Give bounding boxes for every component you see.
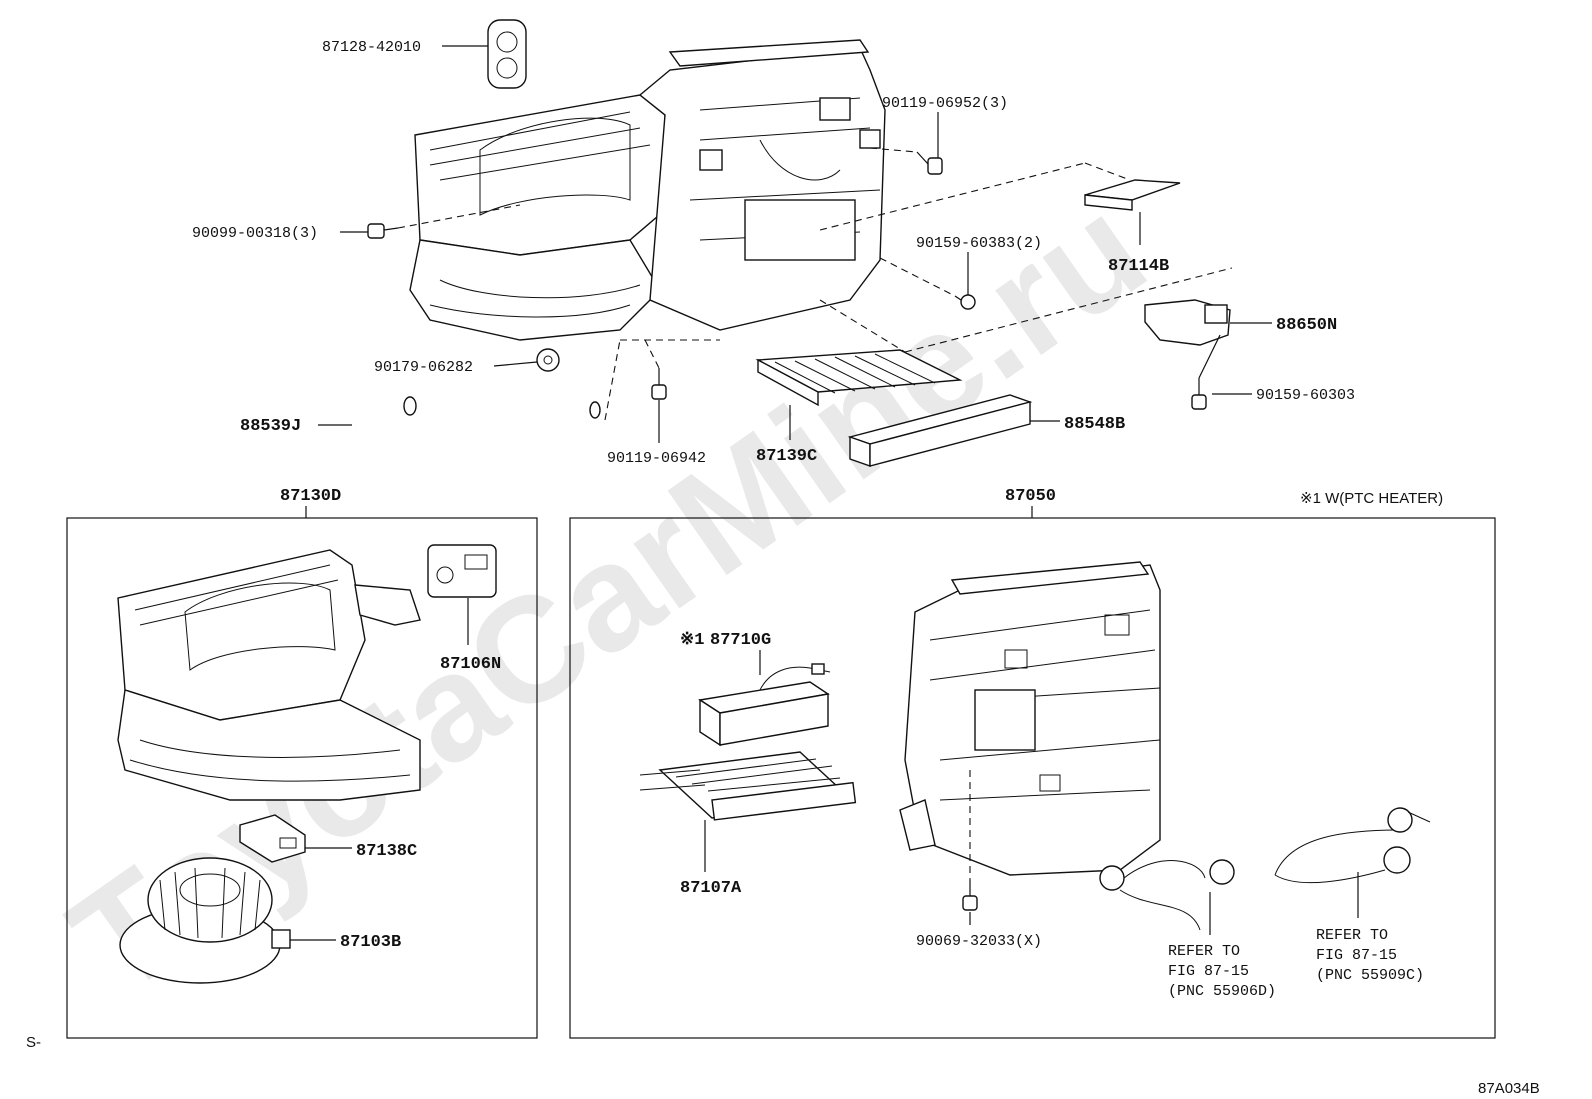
grommet-87128-42010 xyxy=(487,19,527,89)
nut-90179-06282 xyxy=(536,348,560,372)
label-90159-60303: 90159-60303 xyxy=(1256,387,1355,404)
box-87130D xyxy=(66,517,538,1039)
box-87050 xyxy=(569,517,1496,1039)
label-88650N: 88650N xyxy=(1276,316,1337,335)
drain-hose-88539J xyxy=(352,396,601,432)
label-90099-00318: 90099-00318(3) xyxy=(192,225,318,242)
refer-right-line3: (PNC 55909C) xyxy=(1316,967,1424,984)
screw-90119-06942 xyxy=(651,368,667,400)
blower-unit xyxy=(117,549,421,801)
servo-87106N xyxy=(427,544,497,598)
refer-left-line1: REFER TO xyxy=(1168,943,1240,960)
label-87128-42010: 87128-42010 xyxy=(322,39,421,56)
screw-90069-32033 xyxy=(962,880,978,911)
label-87138C: 87138C xyxy=(356,842,417,861)
corner-mark: S- xyxy=(26,1034,41,1051)
refer-right-line1: REFER TO xyxy=(1316,927,1388,944)
label-87139C: 87139C xyxy=(756,447,817,466)
label-87710g-mark: ※1 xyxy=(680,631,704,650)
label-87107A: 87107A xyxy=(680,879,742,898)
label-87103B: 87103B xyxy=(340,933,401,952)
label-90119-06942: 90119-06942 xyxy=(607,450,706,467)
screw-90159-60303 xyxy=(1191,378,1207,410)
label-88539J: 88539J xyxy=(240,417,301,436)
sensor-wire-left xyxy=(1099,859,1235,931)
label-87114B: 87114B xyxy=(1108,257,1169,276)
label-87106N: 87106N xyxy=(440,655,501,674)
resistor-87138C xyxy=(239,814,306,863)
refer-right-line2: FIG 87-15 xyxy=(1316,947,1397,964)
filter-cover-87114B xyxy=(1084,179,1181,211)
label-90179-06282: 90179-06282 xyxy=(374,359,473,376)
refer-left-line2: FIG 87-15 xyxy=(1168,963,1249,980)
screw-90099-00318 xyxy=(367,223,399,239)
air-filter-87139C xyxy=(755,349,963,407)
sensor-88650N xyxy=(1144,299,1231,346)
label-88548B: 88548B xyxy=(1064,415,1125,434)
label-90119-06952: 90119-06952(3) xyxy=(882,95,1008,112)
refer-left-line3: (PNC 55906D) xyxy=(1168,983,1276,1000)
label-87130D: 87130D xyxy=(280,487,341,506)
heater-core-87107A xyxy=(639,751,857,821)
screw-90119-06952 xyxy=(916,151,943,175)
hvac-unit-87050 xyxy=(899,561,1161,876)
blower-motor-87103B xyxy=(119,857,291,984)
figure-code: 87A034B xyxy=(1478,1080,1540,1097)
filter-case-88548B xyxy=(847,394,1033,467)
label-90159-60383: 90159-60383(2) xyxy=(916,235,1042,252)
label-87050: 87050 xyxy=(1005,487,1056,506)
sensor-wire-right xyxy=(1274,807,1431,884)
label-87710G: 87710G xyxy=(710,631,771,650)
ptc-heater-87710G xyxy=(698,663,831,747)
label-90069-32033: 90069-32033(X) xyxy=(916,933,1042,950)
top-hvac-assembly xyxy=(409,39,886,341)
label-ptc-note: ※1 W(PTC HEATER) xyxy=(1300,490,1443,507)
